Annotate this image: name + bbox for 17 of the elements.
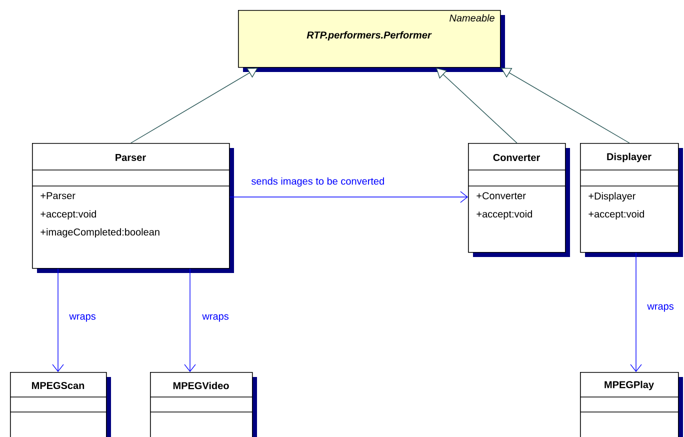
class-box: Parser +Parser +accept:void +imageCompleted:boolean	[32, 143, 234, 273]
generalization-arrow	[130, 68, 258, 144]
class-box: Converter +Converter +accept:void	[468, 143, 570, 257]
class-box: MPEGPlay	[580, 372, 683, 437]
association-arrow	[184, 268, 196, 372]
interface-box: Nameable RTP.performers.Performer	[238, 10, 505, 72]
association-arrow	[52, 268, 64, 372]
class-box: Displayer +Displayer +accept:void	[580, 143, 683, 257]
association-arrow	[229, 191, 468, 203]
edge-label: wraps	[69, 314, 96, 322]
edge-label: wraps	[202, 314, 229, 322]
class-box: MPEGVideo	[150, 372, 257, 437]
association-arrow	[630, 252, 642, 372]
class-box: MPEGScan	[10, 372, 111, 437]
generalization-arrow	[436, 68, 518, 144]
edge-label: wraps	[647, 304, 674, 312]
edge-label: sends images to be converted	[252, 177, 384, 187]
